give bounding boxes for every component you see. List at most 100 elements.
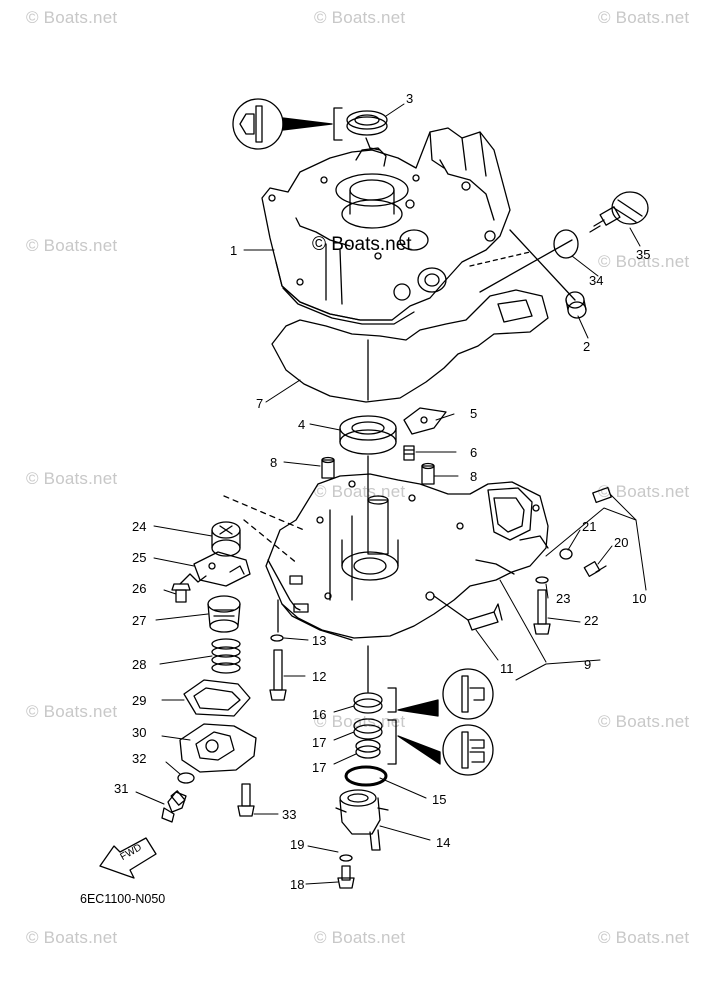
callout-31: 31 [114,781,129,796]
callout-7: 7 [256,396,264,411]
leader-line [179,573,207,585]
callout-5: 5 [470,406,478,421]
watermark: © Boats.net [598,928,690,947]
callout-23: 23 [556,591,571,606]
o-ring-15 [344,765,388,787]
callout-28: 28 [132,657,147,672]
bolt-12 [269,649,287,701]
watermark: © Boats.net [26,236,118,255]
diagram-code: 6EC1100-N050 [80,892,166,906]
callout-35: 35 [636,247,651,262]
callout-12: 12 [312,669,327,684]
bolt-18 [337,865,355,889]
watermark: © Boats.net [314,928,406,947]
watermark: © Boats.net [26,702,118,721]
callout-27: 27 [132,613,147,628]
crankcase-assembly-9 [265,473,549,641]
oil-seal-17 [353,718,383,740]
callout-1: 1 [230,243,238,258]
callout-19: 19 [290,837,305,852]
watermark: © Boats.net [598,8,690,27]
fitting-11 [467,603,503,631]
callout-18: 18 [290,877,305,892]
callout-11: 11 [500,661,514,676]
watermark: © Boats.net [26,469,118,488]
oil-seal-16 [353,692,383,714]
callout-2: 2 [583,339,591,354]
bearing-4 [339,415,397,455]
callout-10: 10 [632,591,647,606]
watermark: © Boats.net [598,252,690,271]
leader-line [509,229,576,301]
callout-20: 20 [614,535,629,550]
callout-9: 9 [584,657,592,672]
oil-seal-17 [355,739,381,759]
callout-8: 8 [470,469,478,484]
cap-24 [211,521,241,557]
callout-32: 32 [132,751,147,766]
watermark: © Boats.net [314,8,406,27]
callout-8: 8 [270,455,278,470]
spring-28 [211,638,241,674]
callout-4: 4 [298,417,306,432]
fwd-arrow-icon [99,837,157,879]
callout-21: 21 [582,519,597,534]
callout-33: 33 [282,807,297,822]
leader-line [243,519,299,565]
o-ring-34 [553,229,579,259]
leader-line [223,495,305,531]
leader-line [433,595,469,621]
dowel-pin-8 [321,456,335,479]
callout-17: 17 [312,760,327,775]
callout-13: 13 [312,633,327,648]
callout-16: 16 [312,707,327,722]
oil-seal-3 [346,110,388,136]
seal-detail-inset-top [232,98,343,150]
bolt-33 [237,783,255,817]
pump-cover-30 [179,723,257,773]
callout-30: 30 [132,725,147,740]
filter-27 [207,595,241,633]
callout-26: 26 [132,581,147,596]
leader-line [469,251,531,267]
callout-22: 22 [584,613,599,628]
bolt-31 [161,790,187,823]
seal-detail-inset-bottom [387,719,494,776]
bolt-20 [583,561,607,577]
washer-13 [270,634,284,642]
callout-24: 24 [132,519,147,534]
gasket-7 [271,289,549,403]
sleeve-2 [565,291,587,319]
washer-23 [535,576,549,584]
gasket-29 [183,679,251,717]
cover-plate-5 [403,407,447,435]
center-watermark: © Boats.net [312,234,412,255]
watermark: © Boats.net [26,8,118,27]
washer-32 [177,772,195,784]
seal-detail-inset-middle [387,668,494,720]
callout-34: 34 [589,273,604,288]
washer-21 [559,548,573,560]
leader-lines [135,103,647,885]
cylinder-block-1 [261,127,511,325]
dowel-pin-8 [421,462,435,485]
callout-17: 17 [312,735,327,750]
leader-line [479,239,573,293]
watermark: © Boats.net [598,712,690,731]
oil-filler-cap-35 [589,191,649,233]
screw-26 [171,583,191,603]
fitting-10 [592,486,612,504]
callout-25: 25 [132,550,147,565]
watermark: © Boats.net [26,928,118,947]
callout-14: 14 [436,835,451,850]
seal-housing-14 [335,789,389,851]
washer-19 [339,854,353,862]
callout-6: 6 [470,445,478,460]
callout-29: 29 [132,693,147,708]
callout-15: 15 [432,792,447,807]
bolt-6 [403,445,415,461]
callout-3: 3 [406,91,414,106]
plate-25 [193,551,251,587]
bolt-22 [533,589,551,635]
